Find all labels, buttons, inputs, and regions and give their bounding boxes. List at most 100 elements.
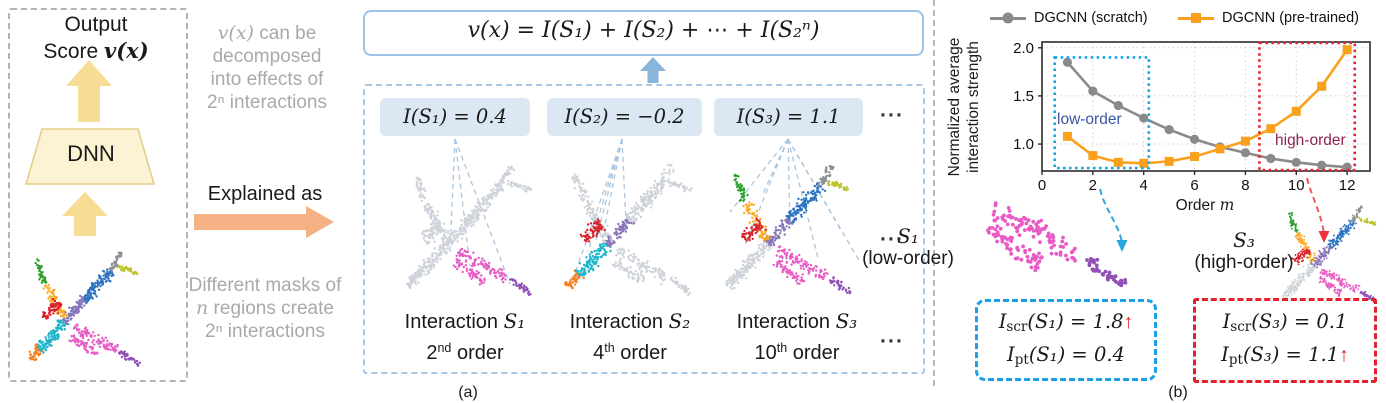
legend-square-marker	[1191, 13, 1201, 23]
svg-text:12: 12	[1339, 177, 1356, 194]
y-axis-label-line2: interaction strength	[965, 41, 982, 173]
svg-text:4: 4	[1140, 177, 1148, 194]
svg-text:1.0: 1.0	[1013, 136, 1034, 153]
masks-note: Different masks of n regions create 2ⁿ i…	[178, 274, 352, 343]
high-order-text: high-order	[1275, 132, 1346, 149]
caption-a-text: (a)	[458, 384, 478, 401]
interaction-value-2: I(S₂) = −0.2	[564, 105, 685, 128]
s3-math: S₃	[1233, 228, 1255, 252]
output-title-line2: Score	[43, 40, 105, 63]
interaction-value-1: I(S₁) = 0.4	[403, 105, 507, 128]
ellipsis-mid-text: ···	[880, 228, 904, 251]
dnn-pipeline-box	[8, 8, 188, 382]
x-axis-label-math: m	[1219, 196, 1235, 214]
caption-3-prefix: Interaction	[736, 311, 836, 333]
caption-3-math: S₃	[835, 309, 858, 333]
caption-3-sup: th	[776, 341, 788, 355]
low-order-label: low-order	[1057, 111, 1122, 129]
x-axis-label-prefix: Order	[1175, 197, 1220, 214]
caption-2-prefix: Interaction	[569, 311, 669, 333]
box-low-l1-I: I	[998, 310, 1007, 333]
svg-text:10: 10	[1288, 177, 1305, 194]
note-bottom-l1: Different masks of	[188, 275, 342, 296]
s1-label: S₁ (low-order)	[848, 224, 968, 270]
note-bottom-l2-rest: regions create	[208, 298, 334, 319]
legend-line-scratch	[990, 12, 1026, 24]
s1-math: S₁	[897, 224, 919, 248]
output-score-math: v(x)	[104, 38, 149, 63]
legend-item-pretrained: DGCNN (pre-trained)	[1178, 10, 1359, 26]
box-high-l1-I: I	[1222, 310, 1231, 333]
interaction-value-box-2: I(S₂) = −0.2	[547, 98, 702, 136]
x-axis-label: Order m	[1155, 196, 1255, 215]
explained-as-text: Explained as	[207, 183, 323, 205]
box-high-l1-sub: scr	[1230, 319, 1252, 335]
formula-text: v(x) = I(S₁) + I(S₂) + ⋯ + I(S₂ⁿ)	[467, 18, 820, 43]
interaction-value-box-1: I(S₁) = 0.4	[380, 98, 530, 136]
legend-circle-marker	[1002, 12, 1014, 24]
low-order-text: low-order	[1057, 111, 1122, 128]
panel-separator	[933, 0, 935, 386]
s3-label: S₃ (high-order)	[1182, 228, 1306, 274]
decomposition-formula-box	[363, 10, 924, 56]
interaction-caption-2: Interaction S₂ 4th order	[545, 308, 715, 366]
caption-1-math: S₁	[503, 309, 526, 333]
caption-b-text: (b)	[1168, 384, 1188, 401]
ellipsis-mid: ···	[868, 228, 916, 252]
caption-2-num: 4	[593, 342, 605, 364]
box-high-l2-I: I	[1221, 343, 1229, 366]
output-score-title: Output Score v(x)	[8, 12, 184, 65]
box-high-l1-rest: (S₃) = 0.1	[1251, 310, 1348, 333]
legend-label-pretrained: DGCNN (pre-trained)	[1222, 10, 1359, 26]
note-top-l4: 2ⁿ interactions	[207, 92, 327, 113]
interactions-panel-box	[363, 84, 925, 374]
box-low-l2-rest: (S₁) = 0.4	[1028, 343, 1125, 366]
caption-3-rest: order	[787, 342, 840, 364]
ellipsis-top: ···	[868, 104, 916, 128]
note-top-l2: decomposed	[212, 46, 322, 67]
caption-1-rest: order	[451, 342, 504, 364]
explained-as-label: Explained as	[182, 183, 348, 206]
dnn-text: DNN	[67, 141, 115, 166]
note-bottom-l3: 2ⁿ interactions	[205, 321, 325, 342]
output-title-line1: Output	[64, 13, 128, 36]
svg-text:2.0: 2.0	[1013, 40, 1034, 57]
caption-3-num: 10	[754, 342, 777, 364]
ellipsis-top-text: ···	[880, 104, 904, 127]
legend-line-pretrained	[1178, 13, 1214, 23]
box-low-l1-rest: (S₁) = 1.8	[1027, 310, 1124, 333]
legend-item-scratch: DGCNN (scratch)	[990, 10, 1148, 26]
caption-2-sup: th	[604, 341, 615, 355]
box-low-l2-sub: pt	[1014, 352, 1029, 368]
caption-1-prefix: Interaction	[404, 311, 504, 333]
box-high-up-arrow: ↑	[1339, 344, 1349, 366]
caption-1-num: 2	[426, 342, 438, 364]
s1-sub: (low-order)	[862, 248, 954, 269]
svg-text:6: 6	[1190, 177, 1198, 194]
svg-text:0: 0	[1038, 177, 1046, 194]
low-order-metrics-box: Iscr(S₁) = 1.8↑ Ipt(S₁) = 0.4	[975, 299, 1157, 381]
interaction-value-3: I(S₃) = 1.1	[736, 105, 841, 128]
caption-b: (b)	[1128, 384, 1228, 402]
high-order-metrics-box: Iscr(S₃) = 0.1 Ipt(S₃) = 1.1↑	[1193, 298, 1377, 383]
ellipsis-bottom-text: ···	[880, 330, 904, 353]
box-low-up-arrow: ↑	[1123, 311, 1134, 333]
dnn-label: DNN	[26, 141, 156, 167]
box-high-l2-rest: (S₃) = 1.1	[1242, 343, 1340, 366]
box-low-l2-I: I	[1007, 343, 1015, 366]
svg-text:2: 2	[1089, 177, 1097, 194]
y-axis-label-line1: Normalized average	[946, 37, 963, 177]
caption-2-math: S₂	[668, 309, 691, 333]
caption-a: (a)	[418, 384, 518, 402]
ellipsis-bottom: ···	[868, 330, 916, 354]
caption-2-rest: order	[614, 342, 667, 364]
y-axis-label: Normalized average interaction strength	[945, 1, 985, 213]
interaction-caption-1: Interaction S₁ 2nd order	[380, 308, 550, 366]
svg-text:1.5: 1.5	[1013, 88, 1034, 105]
caption-1-sup: nd	[437, 341, 452, 355]
interaction-value-box-3: I(S₃) = 1.1	[714, 98, 863, 136]
interaction-caption-3: Interaction S₃ 10th order	[712, 308, 882, 366]
box-low-l1-sub: scr	[1006, 319, 1028, 335]
